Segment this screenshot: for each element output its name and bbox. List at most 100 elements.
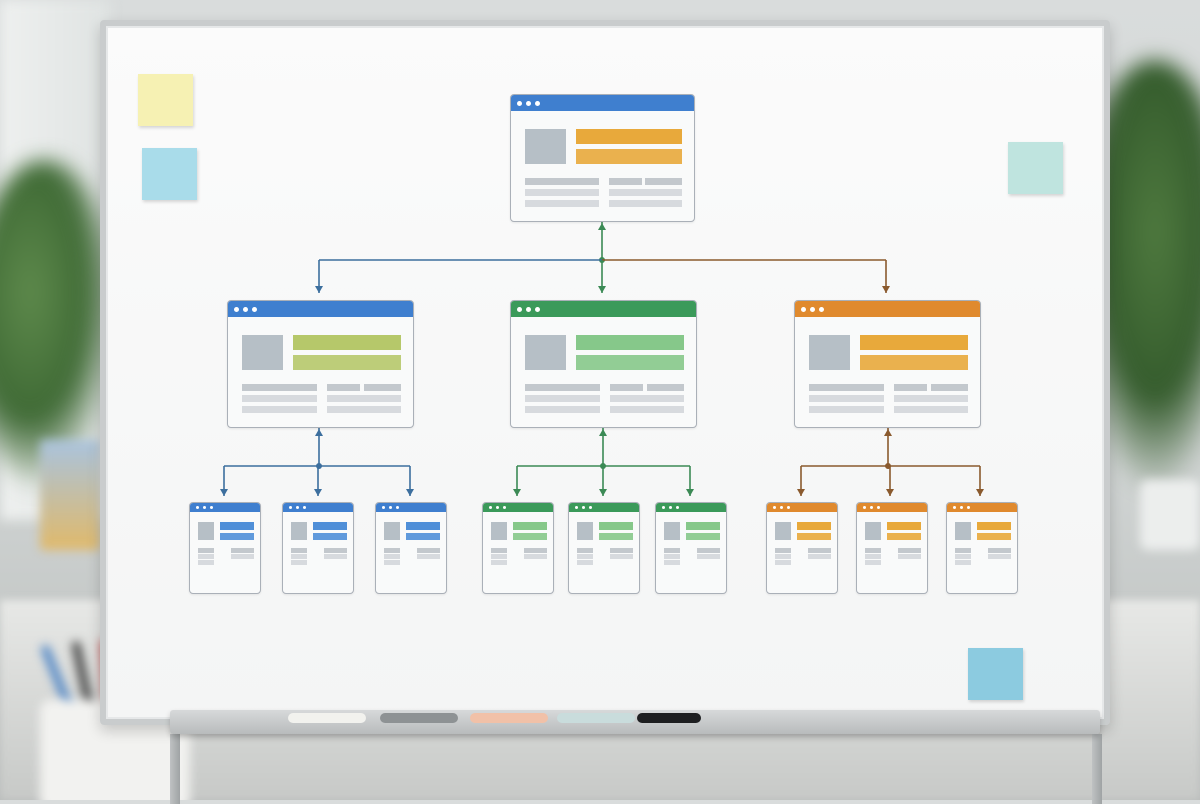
image-placeholder [955, 522, 971, 541]
arrowhead-icon [220, 489, 228, 496]
window-dots-icon [801, 306, 824, 312]
arrowhead-icon [598, 223, 606, 230]
text-line [893, 383, 928, 391]
text-line [417, 554, 440, 560]
text-line [384, 548, 401, 554]
image-placeholder [664, 522, 680, 541]
sitemap-section-page [510, 300, 697, 428]
window-dots-icon [382, 506, 399, 509]
text-line [608, 188, 682, 196]
text-line [809, 394, 884, 402]
headline-block [598, 532, 633, 541]
text-line [809, 383, 884, 391]
window-title-bar [656, 503, 726, 512]
whiteboard-marker[interactable] [637, 713, 701, 723]
text-line [988, 548, 1011, 554]
window-dots-icon [196, 506, 213, 509]
text-line [955, 554, 972, 560]
headline-block [219, 532, 254, 541]
whiteboard-leg-left [170, 734, 180, 804]
image-placeholder [525, 335, 567, 370]
image-placeholder [577, 522, 593, 541]
sitemap-section-page [227, 300, 414, 428]
arrowhead-icon [513, 489, 521, 496]
window-dots-icon [489, 506, 506, 509]
window-title-bar [857, 503, 927, 512]
text-line [608, 199, 682, 207]
whiteboard-marker[interactable] [470, 713, 548, 723]
text-line [198, 548, 215, 554]
text-line [242, 394, 317, 402]
sitemap-subpage [282, 502, 354, 594]
headline-block [312, 522, 347, 530]
text-line [775, 548, 792, 554]
arrowhead-icon [406, 489, 414, 496]
text-line [697, 554, 720, 560]
image-placeholder [198, 522, 214, 541]
headline-block [796, 532, 831, 541]
headline-block [219, 522, 254, 530]
text-line [525, 394, 600, 402]
window-title-bar [569, 503, 639, 512]
window-title-bar [767, 503, 837, 512]
text-line [808, 554, 831, 560]
text-line [664, 548, 681, 554]
text-line [865, 548, 882, 554]
text-line [198, 554, 215, 560]
arrowhead-icon [686, 489, 694, 496]
text-line [898, 554, 921, 560]
text-line [524, 554, 547, 560]
whiteboard-marker[interactable] [557, 713, 635, 723]
whiteboard-leg-right [1092, 734, 1102, 804]
text-line [291, 548, 308, 554]
arrowhead-icon [884, 429, 892, 436]
arrowhead-icon [315, 429, 323, 436]
sticky-note [142, 148, 197, 200]
headline-block [976, 522, 1011, 530]
text-line [525, 383, 600, 391]
headline-block [685, 522, 720, 530]
text-line [609, 394, 684, 402]
window-title-bar [795, 301, 980, 317]
image-placeholder [291, 522, 307, 541]
window-dots-icon [953, 506, 970, 509]
window-title-bar [483, 503, 553, 512]
headline-block [976, 532, 1011, 541]
image-placeholder [865, 522, 881, 541]
text-line [808, 548, 831, 554]
window-title-bar [511, 95, 694, 111]
background-picture-frame [40, 440, 100, 550]
window-dots-icon [773, 506, 790, 509]
whiteboard-marker[interactable] [380, 713, 458, 723]
sitemap-subpage [375, 502, 447, 594]
text-line [324, 548, 347, 554]
sitemap-subpage [482, 502, 554, 594]
text-line [384, 554, 401, 560]
text-line [955, 548, 972, 554]
image-placeholder [491, 522, 507, 541]
whiteboard-marker[interactable] [288, 713, 366, 723]
headline-block [598, 522, 633, 530]
text-line [198, 560, 215, 566]
text-line [291, 560, 308, 566]
sticky-note [968, 648, 1023, 700]
text-line [775, 560, 792, 566]
headline-block [576, 335, 684, 350]
window-title-bar [511, 301, 696, 317]
sitemap-subpage [856, 502, 928, 594]
text-line [577, 548, 594, 554]
text-line [610, 548, 633, 554]
headline-block [405, 532, 440, 541]
text-line [525, 188, 599, 196]
sitemap-root-page [510, 94, 695, 222]
headline-block [405, 522, 440, 530]
arrowhead-icon [882, 286, 890, 293]
text-line [491, 560, 508, 566]
image-placeholder [775, 522, 791, 541]
arrowhead-icon [315, 286, 323, 293]
arrowhead-icon [599, 429, 607, 436]
text-line [363, 383, 401, 391]
arrowhead-icon [976, 489, 984, 496]
text-line [610, 554, 633, 560]
